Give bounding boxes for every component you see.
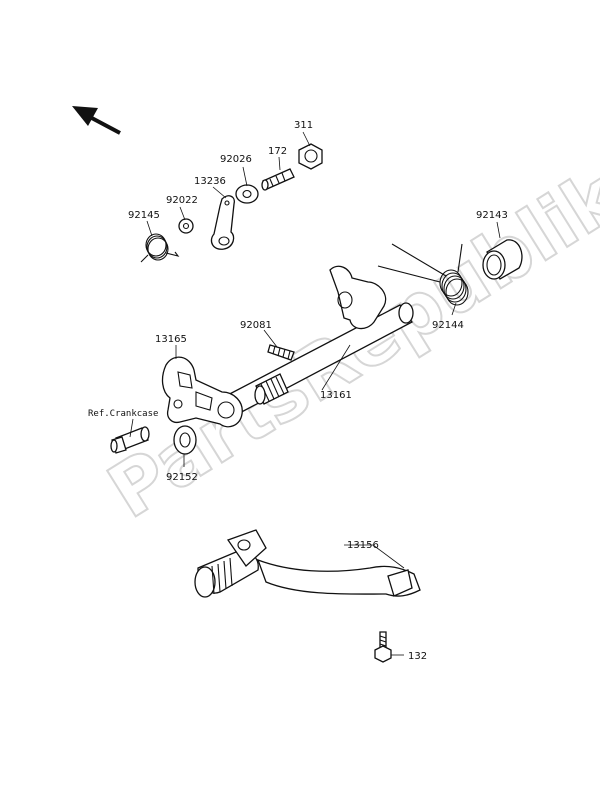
part-shaft-13161 (221, 265, 414, 417)
label-13165: 13165 (155, 334, 187, 345)
label-172: 172 (268, 146, 287, 157)
label-13156: 13156 (347, 540, 379, 551)
leader-lines (129, 131, 501, 656)
part-spring-92145 (140, 233, 180, 263)
part-washer-92152 (173, 425, 197, 455)
label-92026: 92026 (220, 154, 252, 165)
label-92145: 92145 (128, 210, 160, 221)
label-ref-crankcase: Ref.Crankcase (88, 409, 158, 419)
part-washer-92022 (178, 218, 194, 234)
label-13236: 13236 (194, 176, 226, 187)
part-stud-172 (261, 168, 295, 191)
part-nut-311 (298, 143, 323, 170)
direction-arrow-icon (72, 106, 121, 135)
label-92144: 92144 (432, 320, 464, 331)
part-bushing-92143 (482, 239, 523, 280)
label-92152: 92152 (166, 472, 198, 483)
label-92081: 92081 (240, 320, 272, 331)
part-plate-13236 (210, 195, 235, 250)
part-pedal-13156 (194, 529, 421, 598)
label-13161: 13161 (320, 390, 352, 401)
part-bolt-132 (374, 631, 392, 663)
label-132: 132 (408, 651, 427, 662)
part-plate-13165 (161, 356, 243, 428)
part-washer-92026 (235, 184, 259, 204)
part-spring-92144 (377, 243, 469, 306)
label-311: 311 (294, 120, 313, 131)
part-pin-ref-crankcase (110, 426, 150, 454)
label-92022: 92022 (166, 195, 198, 206)
label-92143: 92143 (476, 210, 508, 221)
part-spring-92081 (267, 344, 295, 361)
